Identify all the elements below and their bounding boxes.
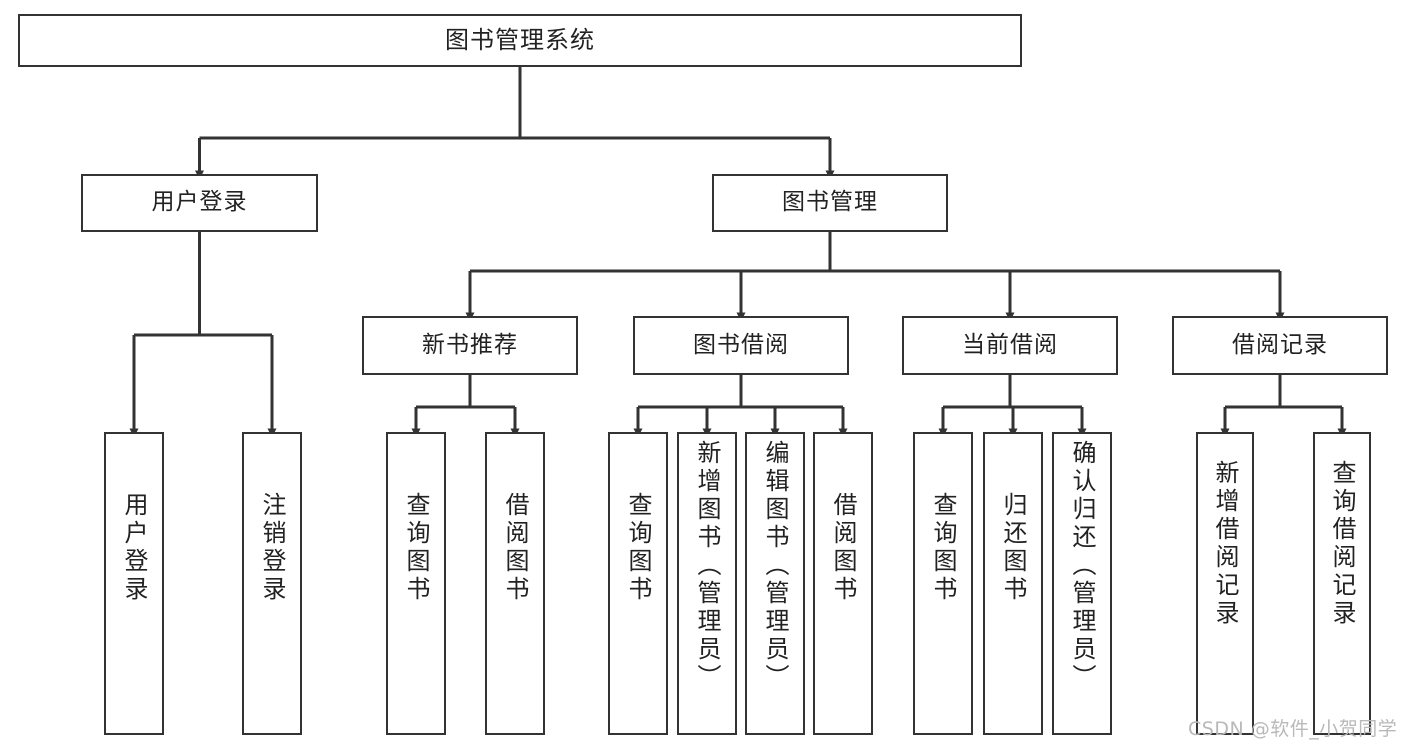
node-label-root: 图书管理系统 [445, 26, 595, 55]
node-label-user-login: 用户登录 [151, 189, 248, 216]
node-leaf-bb-add[interactable]: 新增图书（管理员） [677, 432, 737, 735]
node-label-leaf-br-query: 查询借阅记录 [1328, 460, 1356, 628]
node-leaf-user-logout[interactable]: 注销登录 [242, 432, 302, 735]
node-leaf-nb-borrow[interactable]: 借阅图书 [485, 432, 545, 735]
node-root[interactable]: 图书管理系统 [18, 14, 1022, 67]
node-label-leaf-user-login: 用户登录 [120, 492, 148, 604]
node-label-leaf-cb-return: 归还图书 [999, 492, 1027, 604]
node-label-leaf-bb-add: 新增图书（管理员） [693, 440, 721, 692]
node-label-leaf-bb-query: 查询图书 [624, 492, 652, 604]
node-label-leaf-user-logout: 注销登录 [258, 492, 286, 604]
node-book-manage[interactable]: 图书管理 [712, 174, 948, 232]
node-leaf-br-query[interactable]: 查询借阅记录 [1313, 432, 1371, 735]
watermark-text: CSDN @软件_小贺同学 [1188, 718, 1398, 740]
node-book-borrow[interactable]: 图书借阅 [633, 316, 849, 375]
node-label-current-borrow: 当前借阅 [962, 331, 1058, 358]
node-label-leaf-bb-edit: 编辑图书（管理员） [761, 440, 789, 692]
node-leaf-bb-query[interactable]: 查询图书 [608, 432, 668, 735]
node-leaf-cb-return[interactable]: 归还图书 [983, 432, 1043, 735]
node-leaf-bb-borrow[interactable]: 借阅图书 [813, 432, 873, 735]
node-leaf-cb-query[interactable]: 查询图书 [913, 432, 973, 735]
node-label-leaf-cb-confirm: 确认归还（管理员） [1068, 440, 1096, 692]
node-user-login[interactable]: 用户登录 [81, 174, 318, 232]
node-leaf-bb-edit[interactable]: 编辑图书（管理员） [745, 432, 805, 735]
edges [129, 67, 1347, 438]
node-borrow-record[interactable]: 借阅记录 [1172, 316, 1388, 375]
node-label-new-book-rec: 新书推荐 [422, 331, 518, 358]
node-label-leaf-cb-query: 查询图书 [929, 492, 957, 604]
node-label-borrow-record: 借阅记录 [1232, 331, 1328, 358]
node-label-leaf-nb-borrow: 借阅图书 [501, 492, 529, 604]
node-leaf-br-add[interactable]: 新增借阅记录 [1196, 432, 1254, 735]
node-leaf-nb-query[interactable]: 查询图书 [386, 432, 446, 735]
node-leaf-user-login[interactable]: 用户登录 [104, 432, 164, 735]
node-label-book-manage: 图书管理 [782, 189, 878, 216]
node-label-leaf-nb-query: 查询图书 [402, 492, 430, 604]
node-current-borrow[interactable]: 当前借阅 [902, 316, 1118, 375]
node-label-leaf-br-add: 新增借阅记录 [1211, 460, 1239, 628]
node-new-book-rec[interactable]: 新书推荐 [362, 316, 578, 375]
node-label-book-borrow: 图书借阅 [693, 331, 789, 358]
node-label-leaf-bb-borrow: 借阅图书 [829, 492, 857, 604]
node-leaf-cb-confirm[interactable]: 确认归还（管理员） [1052, 432, 1112, 735]
